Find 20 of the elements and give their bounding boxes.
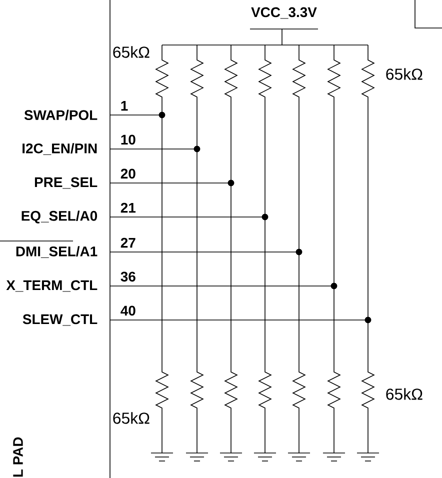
pin-name: SLEW_CTL: [22, 314, 98, 326]
resistor-value: 65kΩ: [113, 412, 150, 424]
pad-label: L PAD: [13, 437, 23, 477]
pin-number: 36: [120, 272, 136, 282]
pin-number: 1: [121, 101, 128, 111]
net-label: VCC_3.3V: [251, 7, 317, 19]
pin-name: PRE_SEL: [34, 177, 98, 189]
pin-number: 20: [120, 168, 136, 179]
resistor-value: 65kΩ: [113, 46, 150, 58]
pin-name: X_TERM_CTL: [6, 280, 98, 292]
pin-name: I2C_EN/PIN: [22, 143, 97, 155]
pin-name: EQ_SEL/A0: [22, 210, 98, 224]
pin-number: 10: [121, 134, 136, 145]
pin-name: SWAP/POL: [24, 110, 98, 120]
resistor-value: 65kΩ: [386, 388, 422, 400]
pin-number: 40: [120, 306, 136, 316]
pin-number: 27: [120, 238, 136, 248]
pin-number: 21: [120, 202, 136, 213]
resistor-value: 65kΩ: [386, 68, 422, 80]
pin-name: DMI_SEL/A1: [16, 246, 98, 258]
